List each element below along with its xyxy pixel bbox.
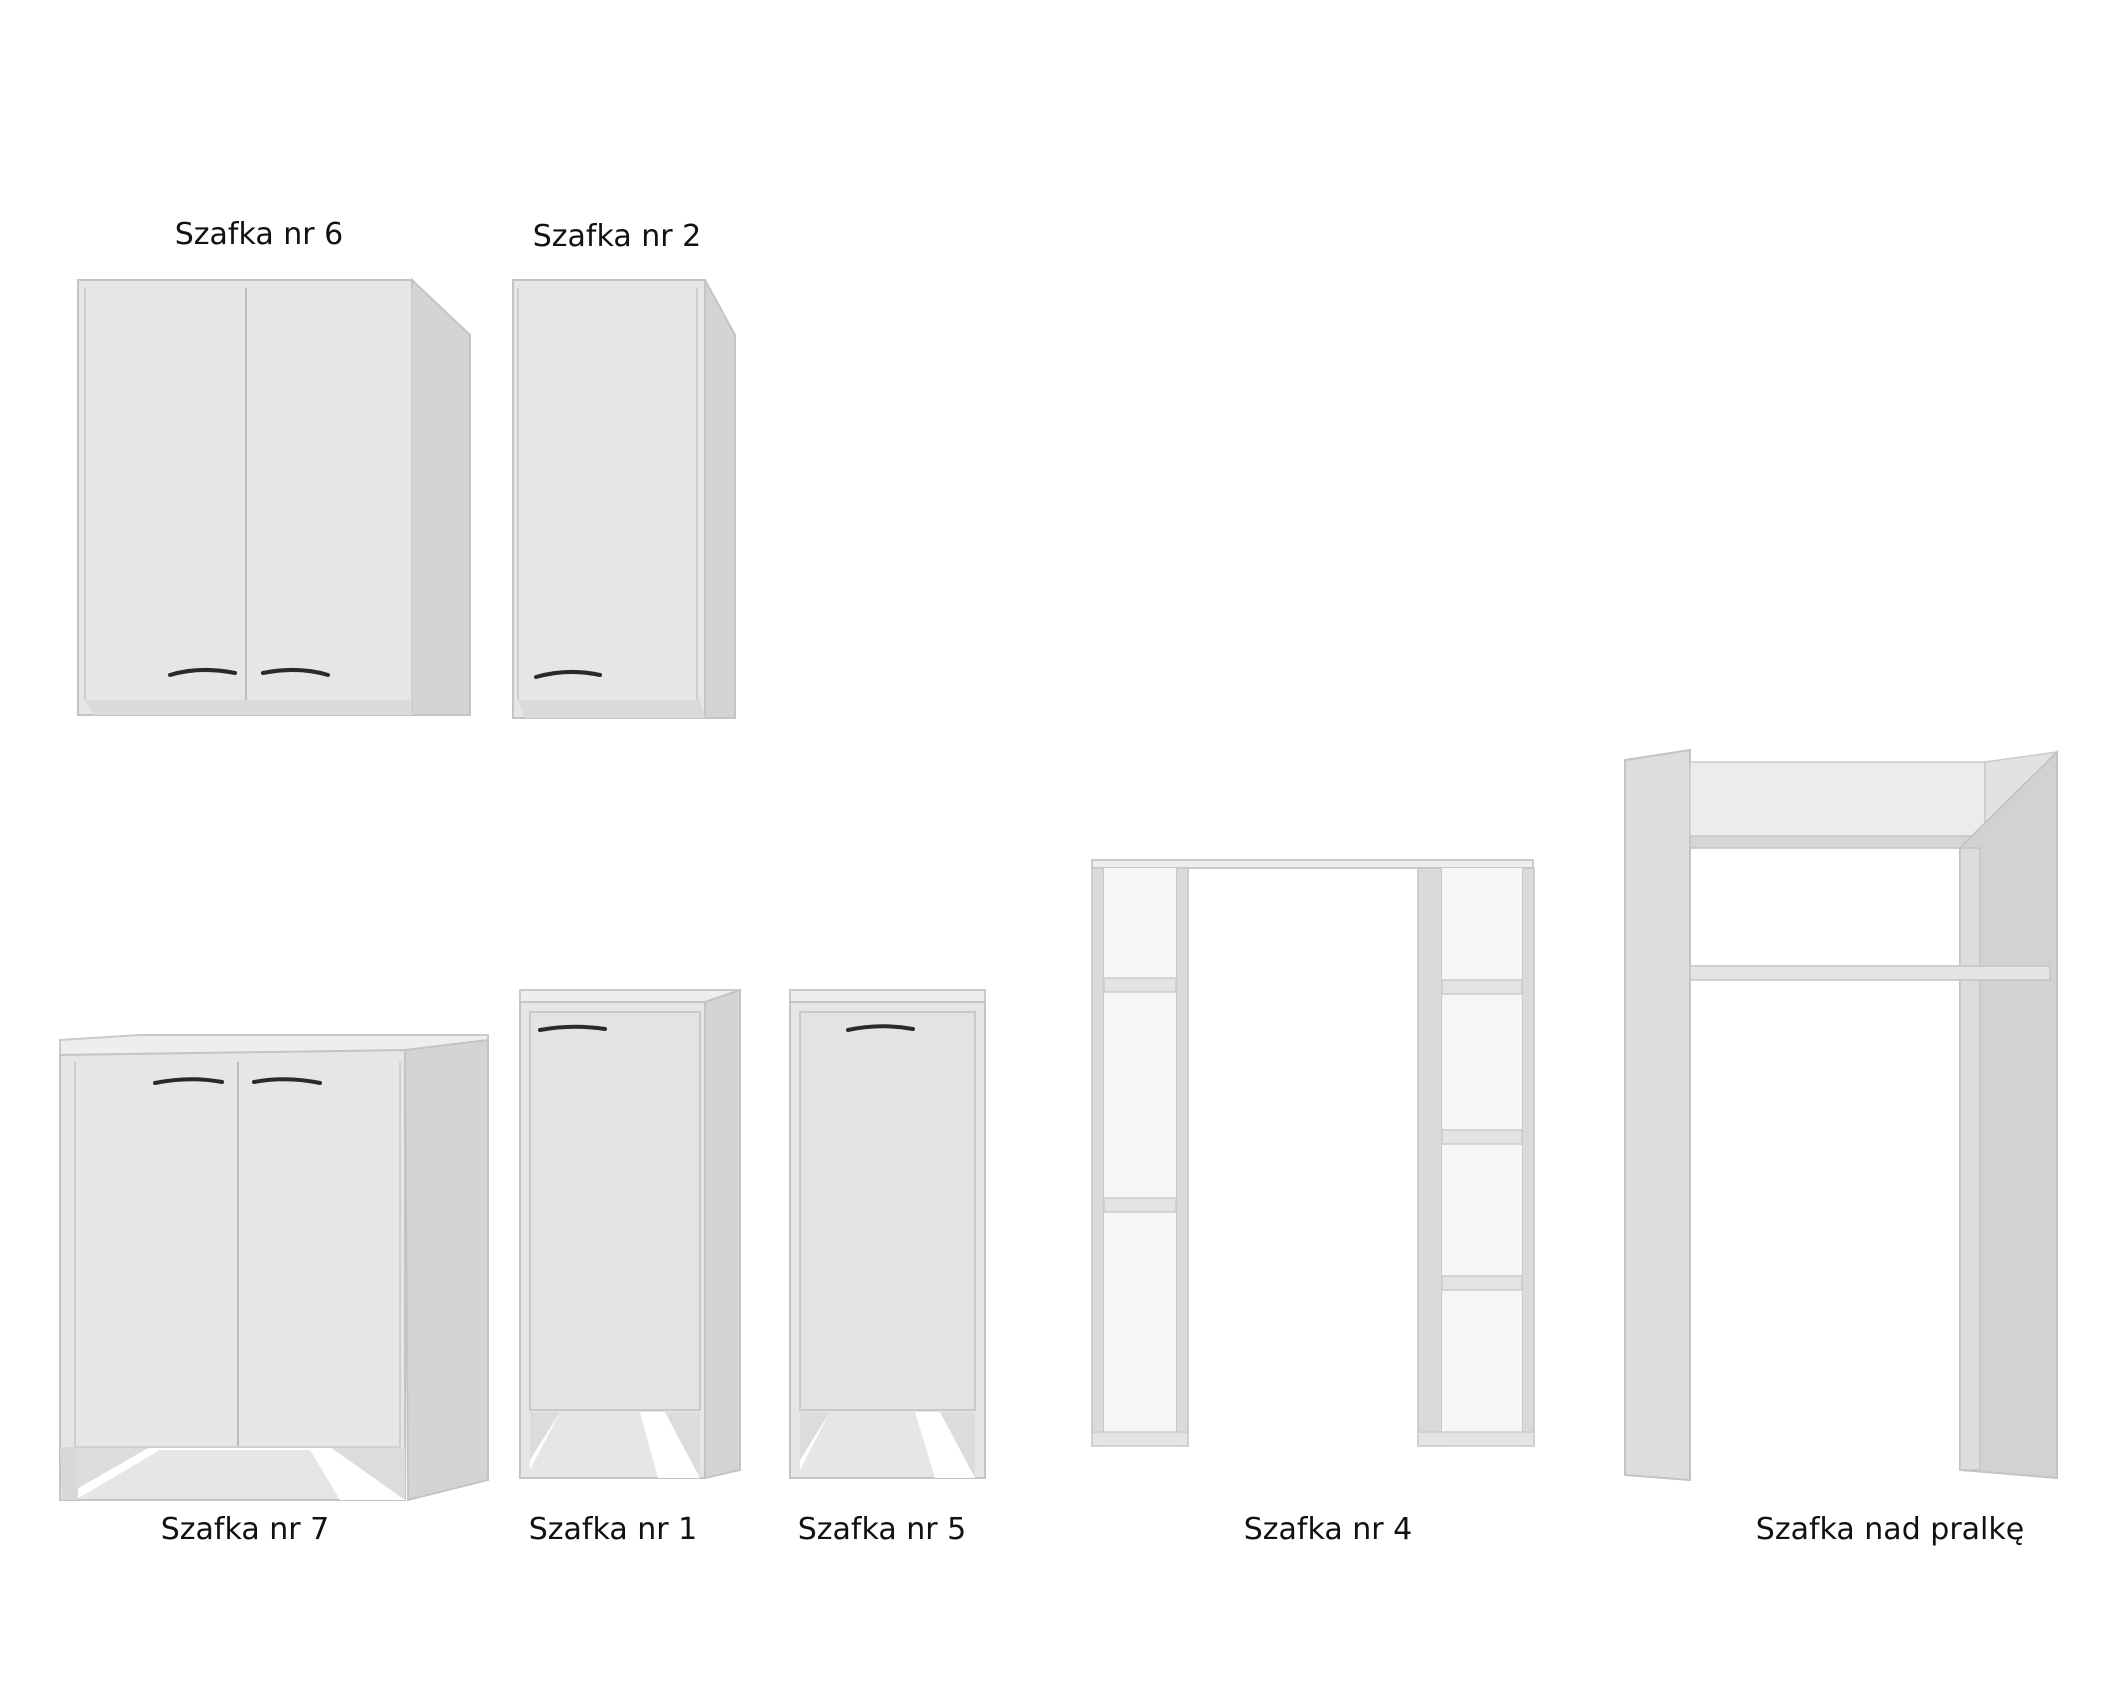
cabinet-2-illustration	[512, 279, 736, 719]
cabinet-7-label: Szafka nr 7	[160, 1512, 330, 1547]
cabinet-1-illustration	[519, 988, 741, 1480]
cabinet-4-illustration	[1091, 859, 1535, 1447]
cabinet-washer-illustration	[1624, 748, 2059, 1482]
cabinet-6-illustration	[77, 277, 471, 716]
handle-icon	[534, 669, 602, 679]
handle-icon	[252, 1077, 322, 1085]
handle-icon	[153, 1077, 224, 1085]
cabinet-5-illustration	[789, 989, 986, 1479]
handle-icon	[846, 1024, 915, 1032]
cabinet-2-label: Szafka nr 2	[532, 219, 702, 254]
cabinet-6-label: Szafka nr 6	[174, 217, 344, 252]
cabinet-4-label: Szafka nr 4	[1243, 1512, 1413, 1547]
cabinet-1-label: Szafka nr 1	[528, 1512, 698, 1547]
cabinet-7-illustration	[59, 1034, 489, 1502]
cabinet-washer-label: Szafka nad pralkę	[1755, 1512, 2025, 1547]
cabinet-5-label: Szafka nr 5	[797, 1512, 967, 1547]
handle-icon	[261, 667, 330, 677]
handle-icon	[538, 1024, 607, 1032]
handle-icon	[168, 667, 237, 677]
